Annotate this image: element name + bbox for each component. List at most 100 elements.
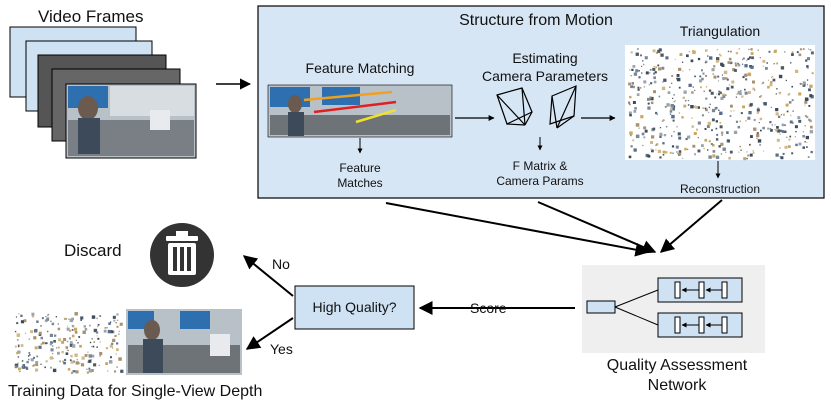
cloud-point: [747, 116, 751, 120]
cloud-point: [642, 60, 644, 62]
cloud-point: [657, 64, 660, 67]
cloud-point: [779, 147, 781, 149]
cloud-point: [647, 154, 651, 158]
cloud-point: [80, 316, 84, 320]
cloud-point: [47, 314, 49, 316]
cloud-point: [665, 151, 668, 154]
cloud-point: [652, 127, 656, 131]
cloud-point: [639, 87, 642, 89]
cloud-point: [809, 84, 813, 88]
cloud-point: [701, 114, 704, 117]
cloud-point: [806, 146, 808, 148]
cloud-point: [705, 49, 708, 52]
cloud-point: [776, 126, 779, 129]
cloud-point: [756, 108, 760, 112]
cloud-point: [650, 141, 653, 144]
cloud-point: [659, 135, 662, 138]
cloud-point: [114, 334, 117, 337]
cloud-point: [769, 128, 772, 130]
cloud-point: [63, 338, 67, 341]
video-frame-photo: [65, 83, 197, 159]
cloud-point: [737, 125, 741, 129]
cloud-point: [57, 323, 59, 325]
cloud-point: [749, 144, 751, 146]
cloud-point: [768, 50, 771, 53]
cloud-point: [711, 68, 715, 72]
cloud-point: [775, 93, 777, 95]
cloud-point: [781, 130, 785, 133]
cloud-point: [694, 89, 696, 91]
cloud-point: [806, 115, 809, 119]
cloud-point: [672, 97, 674, 99]
cloud-point: [786, 110, 789, 113]
cloud-point: [771, 124, 773, 126]
cloud-point: [775, 108, 779, 112]
cloud-point: [725, 94, 727, 96]
cloud-point: [93, 363, 97, 367]
cloud-point: [20, 314, 23, 317]
cloud-point: [664, 106, 667, 108]
cloud-point: [96, 317, 98, 320]
sfm-title: Structure from Motion: [459, 12, 613, 29]
cloud-point: [746, 157, 748, 160]
cloud-point: [38, 331, 42, 335]
cloud-point: [51, 352, 54, 355]
cloud-point: [88, 359, 92, 363]
cloud-point: [17, 350, 21, 354]
cloud-point: [669, 151, 672, 154]
training-data-label: Training Data for Single-View Depth: [8, 383, 263, 400]
cloud-point: [694, 153, 696, 156]
cloud-point: [61, 350, 64, 354]
cloud-point: [84, 328, 88, 331]
cloud-point: [789, 120, 793, 124]
cloud-point: [774, 128, 776, 130]
cloud-point: [804, 100, 808, 104]
cloud-point: [35, 368, 39, 372]
cloud-point: [91, 337, 93, 340]
cloud-point: [808, 48, 810, 50]
cloud-point: [105, 362, 108, 365]
qan-label: Quality Assessment Network: [577, 356, 777, 396]
cloud-point: [66, 349, 69, 351]
cloud-point: [763, 150, 765, 152]
cloud-point: [16, 322, 19, 325]
cloud-point: [790, 62, 792, 64]
cloud-point: [628, 82, 631, 86]
cloud-point: [673, 94, 675, 96]
cloud-point: [628, 111, 632, 115]
cloud-point: [630, 145, 633, 148]
cloud-point: [74, 312, 78, 316]
cloud-point: [643, 63, 645, 66]
high-quality-box: [294, 285, 415, 330]
cloud-point: [806, 142, 808, 143]
cloud-point: [108, 322, 111, 325]
f-matrix-label: F Matrix & Camera Params: [470, 159, 610, 189]
cloud-point: [75, 361, 79, 365]
cloud-point: [809, 94, 813, 98]
cloud-point: [31, 315, 35, 318]
cloud-point: [110, 356, 112, 359]
cloud-point: [719, 122, 722, 124]
cloud-point: [753, 127, 757, 131]
cloud-point: [44, 342, 47, 345]
cloud-point: [677, 132, 681, 136]
cloud-point: [69, 318, 73, 323]
cloud-point: [40, 343, 43, 345]
cloud-point: [45, 316, 47, 318]
cloud-point: [69, 359, 72, 361]
cloud-point: [107, 329, 112, 334]
cloud-point: [776, 62, 779, 65]
cloud-point: [757, 139, 762, 143]
cloud-point: [643, 136, 646, 139]
cloud-point: [799, 82, 802, 85]
cloud-point: [61, 340, 65, 344]
cloud-point: [46, 318, 50, 321]
cloud-point: [715, 127, 718, 130]
cloud-point: [802, 135, 805, 138]
f-matrix-line-2: Camera Params: [496, 174, 584, 188]
cloud-point: [75, 370, 79, 374]
cloud-point: [112, 347, 114, 349]
cloud-point: [687, 104, 689, 106]
cloud-point: [742, 63, 744, 65]
cloud-point: [70, 360, 74, 364]
